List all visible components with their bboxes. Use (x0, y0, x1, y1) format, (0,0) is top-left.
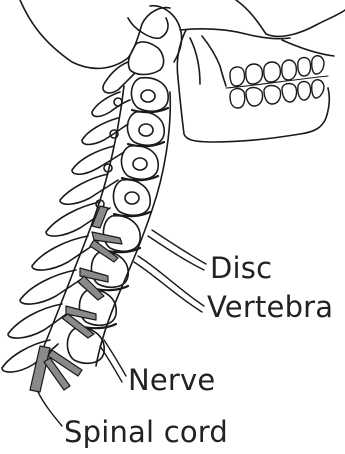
upper-tooth (246, 64, 263, 84)
disc-leader-inner (148, 236, 204, 270)
upper-tooth (230, 67, 245, 86)
anterior-column (96, 92, 170, 366)
mastoid-process (128, 18, 168, 38)
nerves (30, 206, 122, 392)
foramen (139, 124, 153, 136)
lower-tooth (312, 80, 324, 98)
vertebra-label: Vertebra (207, 293, 333, 322)
spinous-process (60, 174, 118, 204)
spinal-cord (30, 346, 50, 392)
upper-tooth (298, 58, 311, 77)
mandible-notch (202, 36, 226, 86)
mandible (177, 30, 329, 142)
spinous-process (32, 236, 98, 270)
spinous-process (92, 92, 130, 117)
spinous-process (8, 304, 72, 338)
maxilla (282, 40, 334, 56)
face-contour (236, 0, 345, 36)
disc-label: Disc (210, 254, 272, 283)
skull-outline (20, 0, 170, 68)
foramen (125, 192, 139, 204)
lower-tooth (264, 86, 281, 105)
mandible-outline (177, 30, 329, 142)
vertebral-body (127, 112, 164, 146)
upper-tooth (264, 62, 281, 82)
cord-leader (38, 392, 62, 426)
atlas (128, 42, 163, 75)
zygomatic-arch (180, 29, 290, 39)
upper-tooth (312, 56, 324, 74)
spinous-process (82, 118, 128, 145)
spinous-process (72, 146, 124, 174)
facet (114, 98, 122, 106)
skull (20, 0, 345, 68)
disc-leader (152, 230, 206, 264)
vertebral-body (131, 78, 168, 112)
ramus-inner (190, 38, 200, 84)
lower-tooth (246, 88, 263, 107)
nerve-label: Nerve (128, 366, 215, 395)
foramen (133, 158, 147, 170)
lower-tooth (230, 89, 245, 108)
vertebra-leader (138, 256, 204, 306)
cervical-spine (2, 42, 170, 372)
upper-tooth (282, 60, 297, 80)
vertebral-body (113, 180, 150, 216)
lower-tooth (282, 84, 297, 103)
spinous-process (20, 270, 86, 304)
vertebral-body (103, 216, 140, 252)
spinal-cord-label: Spinal cord (64, 418, 228, 447)
lower-tooth (298, 82, 311, 101)
foramen (141, 90, 155, 102)
teeth (226, 56, 328, 108)
vertebral-body (121, 146, 158, 180)
vertebra-leader-inner (134, 262, 202, 312)
